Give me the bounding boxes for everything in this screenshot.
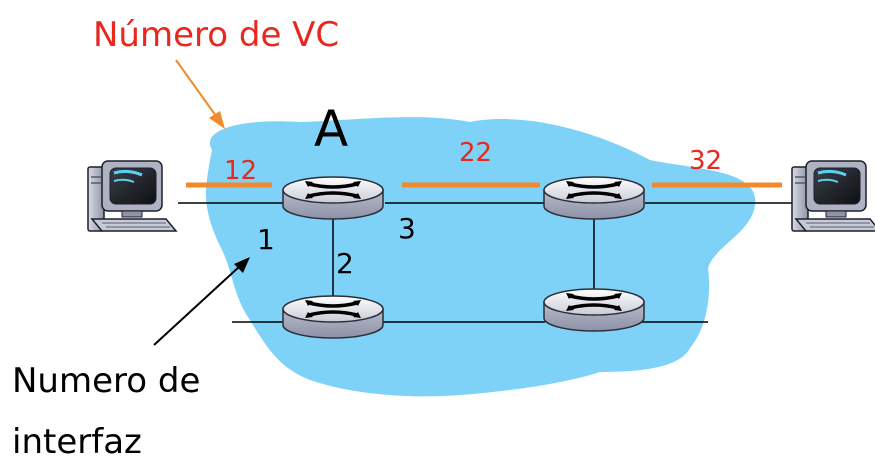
vc-number-12: 12: [224, 156, 257, 186]
router-a-label: A: [314, 100, 348, 158]
interface-number-3: 3: [398, 212, 416, 245]
vc-number-22: 22: [459, 138, 492, 168]
interface-annotation-line1: Numero de: [12, 361, 200, 401]
router-icon: [542, 175, 646, 221]
router-icon: [281, 175, 385, 221]
vc-annotation-arrowhead: [209, 111, 225, 129]
computer-icon: [86, 159, 178, 233]
router-icon: [281, 294, 385, 340]
network-links: [178, 202, 792, 323]
interface-annotation-arrow: [153, 265, 241, 346]
interface-number-2: 2: [336, 247, 354, 280]
computer-icon: [790, 159, 875, 233]
interface-annotation-arrowhead: [234, 257, 250, 273]
vc-number-32: 32: [689, 146, 722, 176]
interface-number-1: 1: [257, 223, 275, 256]
vc-number-annotation: Número de VC: [93, 15, 339, 55]
router-icon: [542, 287, 646, 333]
interface-annotation-line2: interfaz: [12, 422, 142, 462]
vc-annotation-arrow: [175, 59, 217, 117]
